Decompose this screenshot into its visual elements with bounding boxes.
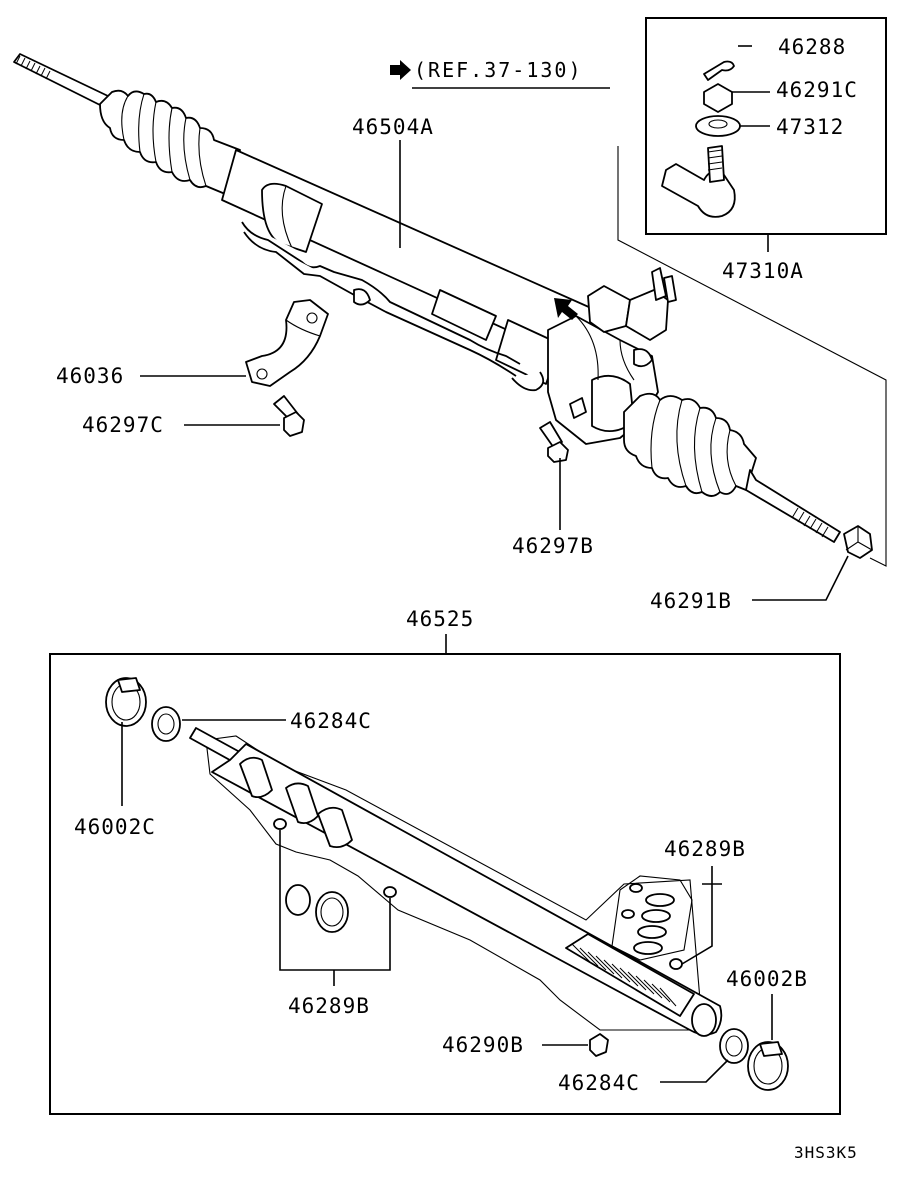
label-46289B-right: 46289B (664, 837, 746, 861)
label-46290B: 46290B (442, 1033, 524, 1057)
tie-rod-end (661, 145, 736, 218)
reference-text: (REF.37-130) (414, 58, 583, 82)
left-tie-rod (13, 53, 109, 107)
label-46297B: 46297B (512, 534, 594, 558)
label-46291B: 46291B (650, 589, 732, 613)
boot-band-left (105, 677, 147, 727)
label-47312: 47312 (776, 115, 844, 139)
diagram-code: 3HS3K5 (794, 1143, 858, 1162)
repair-kit-parts (105, 677, 789, 1091)
label-46291C: 46291C (776, 78, 858, 102)
bottom-leader-lines (121, 719, 773, 1083)
label-46504A: 46504A (352, 115, 434, 139)
steering-rack-assembly (13, 17, 887, 567)
direction-arrow-icon (554, 298, 578, 320)
oil-seal-top (151, 706, 181, 742)
oil-seal-bottom (719, 1028, 749, 1064)
plug-46290b (589, 1033, 609, 1057)
label-46289B-left: 46289B (288, 994, 370, 1018)
bolt-46297b (539, 421, 569, 463)
rack-housing (221, 149, 601, 392)
label-46036: 46036 (56, 364, 124, 388)
top-leader-lines (140, 45, 849, 601)
reference-note: (REF.37-130) (390, 58, 583, 82)
label-46002C: 46002C (74, 815, 156, 839)
boot-band-right (747, 1041, 789, 1091)
washer (695, 115, 741, 137)
o-ring-right (669, 958, 683, 970)
label-46284C-bottom: 46284C (558, 1071, 640, 1095)
tie-rod-end-box (645, 17, 887, 235)
castle-nut (703, 83, 733, 113)
label-46288: 46288 (778, 35, 846, 59)
label-46525: 46525 (406, 607, 474, 631)
label-47310A: 47310A (722, 259, 804, 283)
repair-kit-box (49, 653, 841, 1115)
o-rings-left (273, 818, 397, 933)
rack-bar (189, 727, 723, 1037)
bolt-46297c (273, 395, 305, 437)
label-46284C-top: 46284C (290, 709, 372, 733)
label-46002B: 46002B (726, 967, 808, 991)
right-rack-boot (623, 392, 757, 497)
right-tie-rod (745, 469, 841, 543)
valve-seals (611, 875, 693, 961)
left-rack-boot (99, 89, 241, 197)
cotter-pin (703, 60, 735, 81)
label-46297C: 46297C (82, 413, 164, 437)
rack-mount-bracket (245, 299, 329, 387)
right-arrow-icon (390, 60, 411, 80)
